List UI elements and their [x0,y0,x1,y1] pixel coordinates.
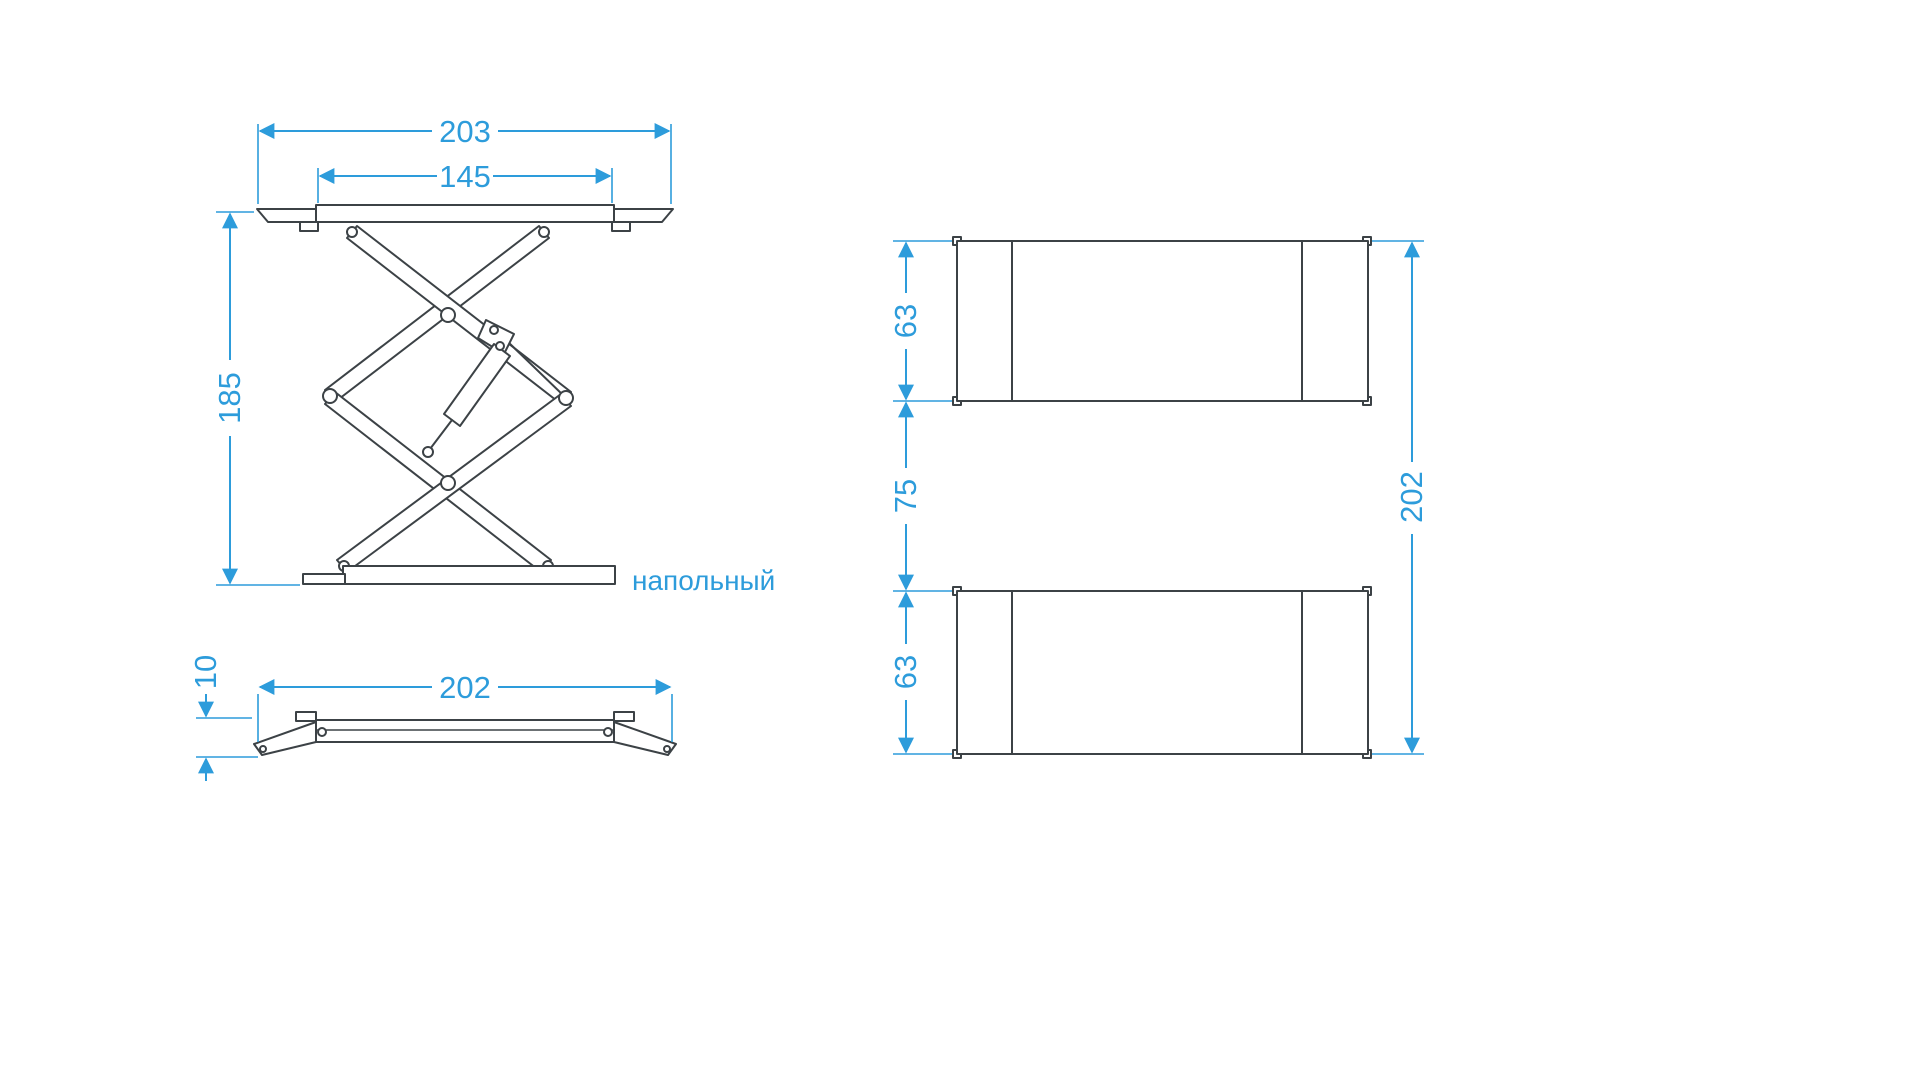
right-ramp-hinge [603,727,613,737]
bracket-pin-upper [489,325,499,335]
top-left-latch [299,221,319,232]
dim-platform-rear-width: 63 [888,591,923,754]
pivot-top-right [538,226,550,238]
base-frame [302,565,616,585]
dim-center-gap: 75 [888,401,923,591]
upper-arm-left [346,225,572,405]
dim-lowered-length: 202 [257,670,673,742]
dim-top-width: 203 [257,114,672,204]
dimension-value: 185 [212,372,247,424]
cylinder-body [443,343,511,427]
dimension-value: 203 [439,114,491,149]
dimension-value: 63 [888,304,923,338]
pivot-mid-right [558,390,574,406]
base-platform [342,565,616,585]
top-right-latch [611,221,631,232]
top-view: 63 75 63 202 [888,236,1429,759]
left-ramp-hinge [317,727,327,737]
right-latch [613,711,635,722]
hydraulic-cylinder [422,319,565,458]
right-ramp-roller [663,745,671,753]
platform-front [952,236,1372,406]
left-latch [295,711,317,722]
upper-arm-right [324,225,550,403]
pivot-mid-left [322,388,338,404]
cylinder-rod [429,419,453,450]
dimension-text-backdrop [889,293,923,349]
dim-platform-width: 145 [317,159,613,203]
dimension-text-backdrop [889,468,923,524]
left-ramp-roller [259,745,267,753]
dimension-text-backdrop [432,670,498,704]
dimension-value: 10 [188,655,223,689]
dimension-value: 202 [1394,471,1429,523]
dimension-text-backdrop [1395,462,1429,534]
dimension-value: 63 [888,655,923,689]
top-left-flap [256,208,317,223]
top-platform-body [315,204,615,223]
cylinder-link-bar [505,339,565,397]
dim-min-height: 10 [188,655,258,781]
left-ramp [253,721,317,756]
dimension-text-backdrop [889,644,923,700]
dimension-text-backdrop [437,159,493,193]
scissor-mechanism [322,225,574,573]
side-view-raised: 203 145 185 напольный [212,114,775,596]
platform-outline [956,240,1369,402]
top-platform [256,204,674,232]
top-right-flap [613,208,674,223]
dimension-value: 75 [888,479,923,513]
bracket-pin-lower [495,341,505,351]
dim-lift-height: 185 [212,211,300,586]
platform-outline [956,590,1369,755]
side-view-lowered: 202 10 [188,655,677,781]
dimension-value: 145 [439,159,491,194]
lowered-body [315,719,615,743]
platform-rear [952,586,1372,759]
rod-end-pin [422,446,434,458]
floor-type-label: напольный [632,565,775,596]
lowered-platform [253,711,677,756]
dimension-text-backdrop [432,114,498,148]
dimension-value: 202 [439,670,491,705]
base-left-foot [302,573,346,585]
dim-platform-front-width: 63 [888,241,923,401]
pivot-center-lower [440,475,456,491]
right-ramp [613,721,677,756]
dimension-text-backdrop [212,360,246,436]
pivot-top-left [346,226,358,238]
pivot-center-upper [440,307,456,323]
dim-total-length: 202 [1394,241,1429,754]
